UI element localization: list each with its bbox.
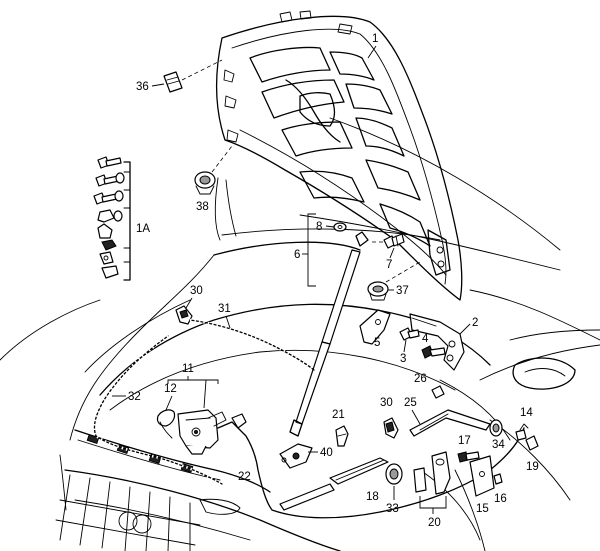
hood-latch-11 [177,409,227,455]
bolt-4 [421,345,446,359]
grommet-37 [367,261,421,301]
label-part-6: 6 [294,249,300,261]
label-part-2: 2 [472,317,478,329]
leader-part-1 [367,45,377,59]
label-part-30-left: 30 [190,285,203,297]
clip-21 [335,425,349,447]
clip-19 [525,435,539,451]
leader-part-36 [151,83,165,87]
fastener-set-1A [93,156,131,281]
label-part-31: 31 [218,303,231,315]
label-part-11: 11 [182,363,194,375]
label-part-15: 15 [476,503,489,515]
label-part-12: 12 [164,383,177,395]
bracket-part-6 [307,213,316,287]
seal-strip-32 [93,334,223,486]
hood-hinge-2 [409,313,465,371]
bump-stop-36 [163,59,223,93]
washer-8 [333,222,347,232]
grommet-26 [431,385,445,399]
latch-spring-12 [156,409,176,439]
label-part-1: 1 [372,33,378,45]
label-part-40: 40 [320,447,333,459]
label-part-26: 26 [414,373,427,385]
hood-panel [216,10,463,301]
label-part-18: 18 [366,491,379,503]
label-part-22: 22 [238,471,251,483]
label-part-32: 32 [128,391,141,403]
grommet-34 [489,419,503,437]
grommet-33 [385,463,403,485]
bolt-17 [457,451,480,463]
gas-strut-6 [289,231,369,437]
label-part-3: 3 [400,353,406,365]
label-part-37: 37 [396,285,409,297]
latch-bracket-20 [413,451,451,495]
hinge-plate-5 [359,309,391,345]
bolt-3 [399,327,420,341]
label-part-4: 4 [422,333,429,345]
label-part-25: 25 [404,397,417,409]
label-part-34: 34 [492,439,505,451]
label-part-20: 20 [428,517,441,529]
cable-end-14 [515,423,529,441]
label-part-36: 36 [136,81,149,93]
seal-25 [409,409,491,437]
release-lever-40 [279,443,313,469]
label-part-30-right: 30 [380,397,393,409]
label-part-19: 19 [526,461,539,473]
seal-30-left [175,305,193,325]
bracket-15 [469,455,495,497]
label-part-16: 16 [494,493,507,505]
vehicle-body-outline [0,117,600,551]
label-part-33: 33 [386,503,399,515]
label-part-1A: 1A [136,223,150,235]
label-part-7: 7 [386,259,392,271]
label-part-21: 21 [332,409,345,421]
label-part-5: 5 [374,337,380,349]
label-part-14: 14 [520,407,533,419]
label-part-38: 38 [196,201,209,213]
clip-16 [493,473,503,485]
seal-30-right [383,417,399,439]
cable-guide-18 [279,457,389,511]
label-part-17: 17 [458,435,471,447]
label-part-8: 8 [316,221,322,233]
grommet-38 [194,145,233,195]
seal-strip-31 [189,318,315,372]
ball-stud-7 [372,233,405,249]
